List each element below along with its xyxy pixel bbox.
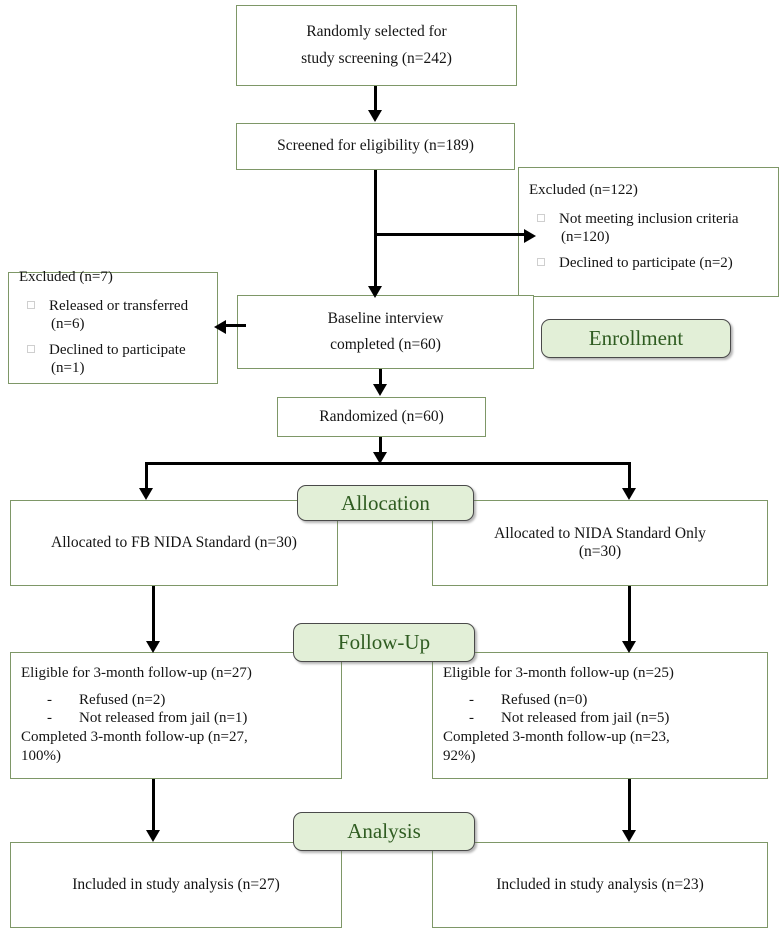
list-item-text: Not meeting inclusion criteria	[559, 210, 739, 227]
list-item: Released or transferred (n=6)	[19, 298, 207, 333]
connector-baseline-to-excluded	[224, 324, 246, 327]
connector-baseline-to-randomized	[379, 369, 382, 386]
stage-label-analysis: Analysis	[293, 812, 475, 851]
list-item-text: Refused (n=2)	[79, 691, 166, 708]
node-eligibility-line1: Screened for eligibility (n=189)	[277, 137, 474, 155]
node-followup-left-tail-line2: 100%)	[21, 747, 61, 764]
node-analysis-right: Included in study analysis (n=23)	[432, 842, 768, 928]
connector-split-to-allocation-left	[145, 462, 148, 490]
node-followup-left-tail-line1: Completed 3-month follow-up (n=27,	[21, 729, 248, 746]
node-allocated-right-line2: (n=30)	[578, 543, 622, 560]
stage-label-followup: Follow-Up	[293, 623, 475, 662]
list-item: - Not released from jail (n=5)	[443, 709, 757, 728]
node-analysis-left-line1: Included in study analysis (n=27)	[72, 875, 280, 893]
node-followup-left-list: - Refused (n=2) - Not released from jail…	[21, 691, 331, 729]
node-allocated-left-line1: Allocated to FB NIDA Standard (n=30)	[51, 533, 297, 551]
stage-label-enrollment: Enrollment	[541, 319, 731, 358]
list-item-subtext: (n=120)	[561, 228, 610, 245]
node-excluded-screening-header: Excluded (n=122)	[529, 182, 638, 199]
arrowhead-baseline-to-randomized	[373, 384, 387, 396]
connector-allocation-left-to-followup-left	[152, 586, 155, 643]
arrowhead-baseline-to-excluded	[214, 320, 226, 334]
arrowhead-randomized-to-split	[373, 452, 387, 464]
list-item-text: Refused (n=0)	[501, 691, 588, 708]
list-item-text: Released or transferred	[49, 297, 189, 314]
arrowhead-allocation-left-to-followup-left	[146, 641, 160, 653]
list-item: - Refused (n=2)	[21, 691, 331, 710]
node-excluded-baseline-list: Released or transferred (n=6) Declined t…	[19, 289, 207, 387]
stage-label-enrollment-text: Enrollment	[588, 326, 684, 350]
node-followup-right-header: Eligible for 3-month follow-up (n=25)	[443, 665, 674, 681]
list-item-subtext: (n=1)	[51, 360, 85, 377]
node-followup-right-tail-line2: 92%)	[443, 747, 476, 764]
node-followup-right-list: - Refused (n=0) - Not released from jail…	[443, 691, 757, 729]
arrowhead-followup-left-to-analysis-left	[146, 830, 160, 842]
node-eligibility: Screened for eligibility (n=189)	[236, 123, 515, 170]
node-screening: Randomly selected for study screening (n…	[236, 5, 517, 86]
arrowhead-split-to-allocation-right	[622, 488, 636, 500]
connector-allocation-split-bar	[145, 462, 631, 465]
list-item-text: Not released from jail (n=1)	[79, 710, 248, 727]
list-item: Declined to participate (n=2)	[529, 255, 768, 273]
node-followup-right: Eligible for 3-month follow-up (n=25) - …	[432, 652, 768, 779]
list-item-text: Not released from jail (n=5)	[501, 710, 670, 727]
node-excluded-screening-list: Not meeting inclusion criteria (n=120) D…	[529, 202, 768, 282]
list-item: - Not released from jail (n=1)	[21, 709, 331, 728]
list-item-subtext: (n=6)	[51, 315, 85, 332]
node-followup-left: Eligible for 3-month follow-up (n=27) - …	[10, 652, 342, 779]
node-excluded-baseline: Excluded (n=7) Released or transferred (…	[8, 269, 218, 387]
node-allocated-left: Allocated to FB NIDA Standard (n=30)	[10, 500, 338, 586]
node-baseline-line1: Baseline interview	[327, 309, 444, 327]
stage-label-allocation: Allocation	[297, 485, 474, 521]
node-followup-left-header: Eligible for 3-month follow-up (n=27)	[21, 665, 252, 681]
arrowhead-eligibility-to-excluded	[524, 229, 536, 243]
node-randomized-line1: Randomized (n=60)	[319, 407, 444, 425]
node-excluded-baseline-header: Excluded (n=7)	[19, 269, 113, 286]
arrowhead-screening-to-eligibility	[368, 110, 382, 122]
node-allocated-right: Allocated to NIDA Standard Only (n=30)	[432, 500, 768, 586]
square-bullet-icon	[537, 258, 545, 267]
connector-followup-left-to-analysis-left	[152, 779, 155, 832]
square-bullet-icon	[27, 300, 35, 309]
node-analysis-right-line1: Included in study analysis (n=23)	[496, 875, 704, 893]
arrowhead-followup-right-to-analysis-right	[622, 830, 636, 842]
square-bullet-icon	[27, 345, 35, 354]
stage-label-analysis-text: Analysis	[347, 819, 421, 843]
connector-screening-to-eligibility	[374, 86, 377, 112]
list-item-text: Declined to participate (n=2)	[559, 255, 733, 272]
dash-bullet-icon: -	[469, 691, 474, 708]
dash-bullet-icon: -	[47, 710, 52, 727]
list-item: Declined to participate (n=1)	[19, 342, 207, 377]
node-allocated-right-line1: Allocated to NIDA Standard Only	[494, 524, 706, 542]
list-item: Not meeting inclusion criteria (n=120)	[529, 211, 768, 246]
list-item-text: Declined to participate	[49, 342, 186, 359]
connector-followup-right-to-analysis-right	[628, 779, 631, 832]
connector-split-to-allocation-right	[628, 462, 631, 490]
node-followup-right-tail-line1: Completed 3-month follow-up (n=23,	[443, 729, 670, 746]
connector-allocation-right-to-followup-right	[628, 586, 631, 643]
connector-randomized-to-split	[379, 437, 382, 455]
node-excluded-screening: Excluded (n=122) Not meeting inclusion c…	[518, 167, 779, 297]
stage-label-followup-text: Follow-Up	[337, 630, 431, 654]
node-screening-line2: study screening (n=242)	[301, 49, 452, 67]
node-analysis-left: Included in study analysis (n=27)	[10, 842, 342, 928]
list-item: - Refused (n=0)	[443, 691, 757, 710]
connector-eligibility-to-baseline	[374, 170, 377, 288]
square-bullet-icon	[537, 213, 545, 222]
node-baseline: Baseline interview completed (n=60)	[237, 295, 534, 369]
node-randomized: Randomized (n=60)	[277, 397, 486, 437]
arrowhead-split-to-allocation-left	[139, 488, 153, 500]
arrowhead-allocation-right-to-followup-right	[622, 641, 636, 653]
node-screening-line1: Randomly selected for	[306, 23, 447, 41]
dash-bullet-icon: -	[469, 710, 474, 727]
dash-bullet-icon: -	[47, 691, 52, 708]
connector-eligibility-to-excluded	[374, 233, 526, 236]
arrowhead-eligibility-to-baseline	[368, 286, 382, 298]
stage-label-allocation-text: Allocation	[341, 490, 430, 515]
node-baseline-line2: completed (n=60)	[330, 336, 441, 353]
